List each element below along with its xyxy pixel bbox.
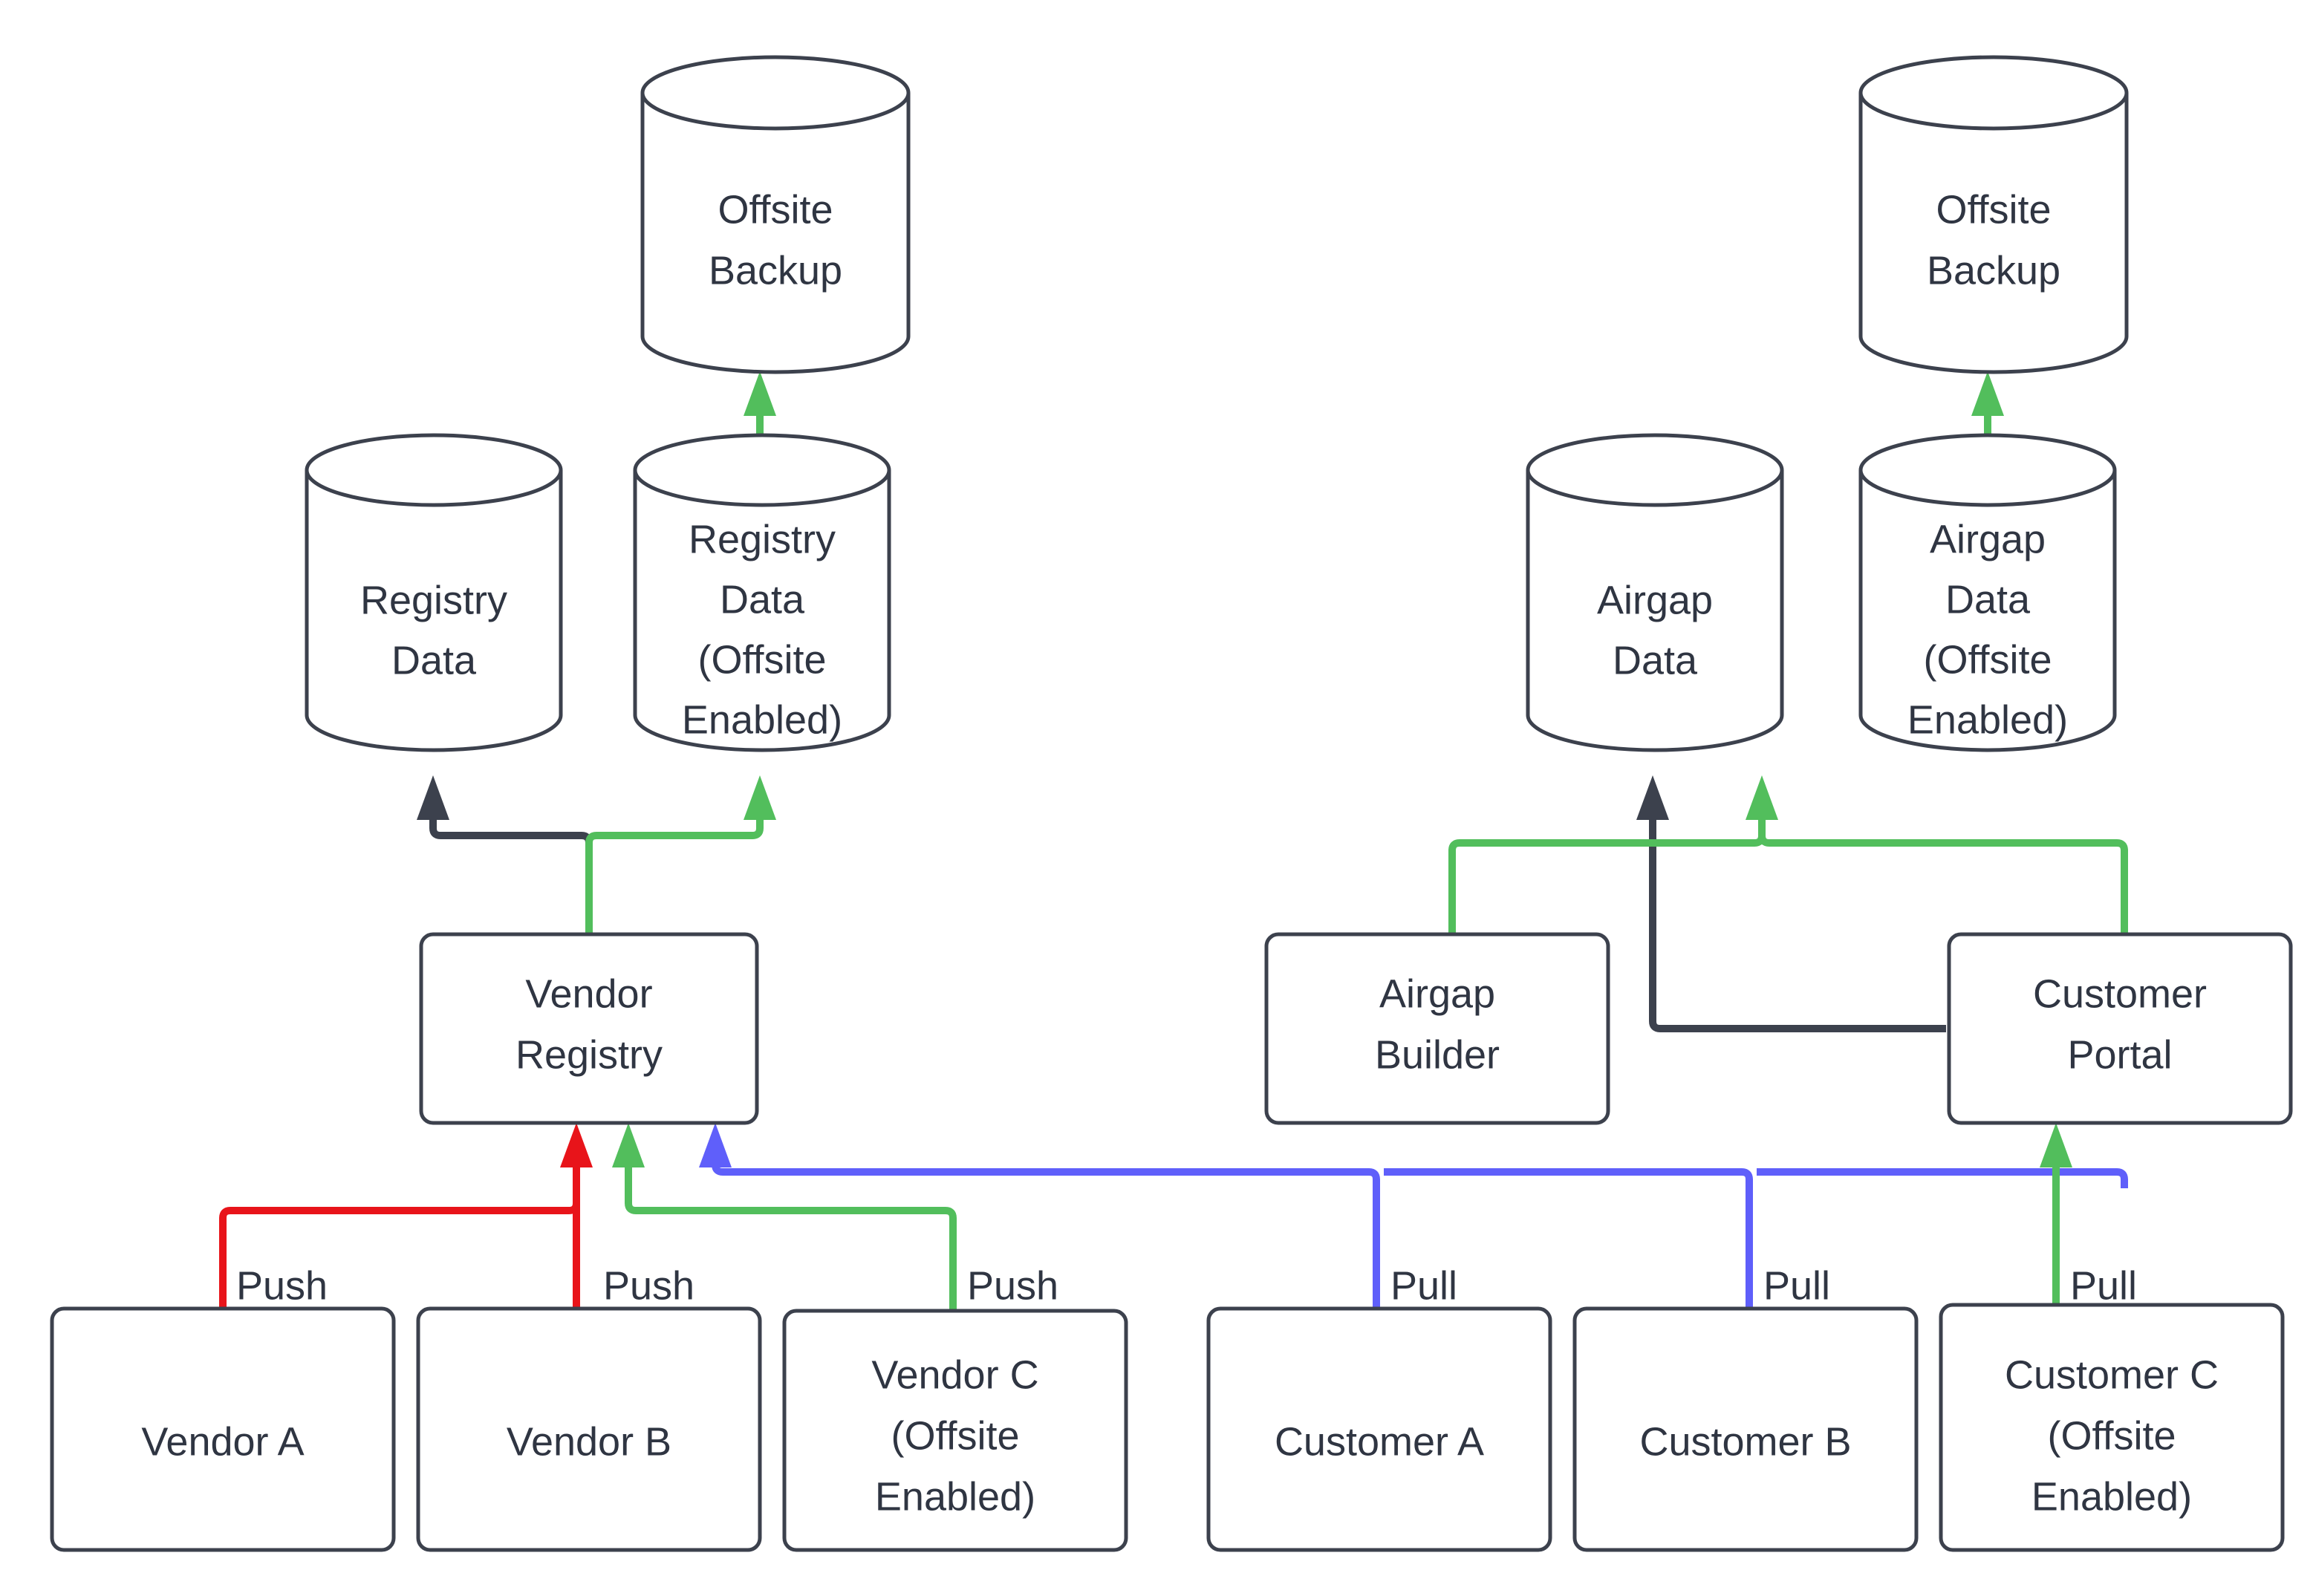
node-customer-c[interactable]: Customer C (Offsite Enabled) [1939, 1303, 2285, 1552]
edge-airgapbuilder-to-airgapdataoffsite [1448, 775, 1778, 934]
airgap-data-offsite-line-2: Data [1945, 577, 2031, 622]
customer-c-line-2: (Offsite [2047, 1413, 2176, 1458]
node-offsite-backup-right[interactable]: Offsite Backup [1858, 55, 2129, 374]
registry-data-offsite-line-1: Registry [689, 517, 836, 561]
edge-label-vendor-b-push: Push [603, 1263, 694, 1308]
edge-label-vendor-c-push: Push [967, 1263, 1058, 1308]
node-vendor-registry[interactable]: Vendor Registry [419, 932, 759, 1125]
customer-portal-line-1: Customer [2033, 971, 2207, 1016]
edge-customerc-to-vendorregistry [1757, 1168, 2128, 1188]
customer-b-label: Customer B [1639, 1419, 1851, 1464]
offsite-backup-left-line-1: Offsite [718, 187, 833, 232]
airgap-data-offsite-line-1: Airgap [1930, 517, 2046, 561]
airgap-data-line-1: Airgap [1597, 578, 1713, 622]
vendor-registry-line-1: Vendor [525, 971, 652, 1016]
registry-data-offsite-line-3: (Offsite [697, 637, 826, 682]
edge-vendorregistry-to-registrydataoffsite [585, 775, 776, 934]
customer-portal-line-2: Portal [2067, 1032, 2172, 1077]
vendor-registry-line-2: Registry [515, 1032, 663, 1077]
edge-vendorregistry-to-registrydata [417, 775, 593, 934]
node-registry-data-offsite[interactable]: Registry Data (Offsite Enabled) [633, 433, 891, 752]
vendor-c-line-3: Enabled) [875, 1474, 1035, 1519]
edge-customerc-to-customerportal [2040, 1123, 2072, 1305]
offsite-backup-right-line-1: Offsite [1936, 187, 2051, 232]
node-vendor-a[interactable]: Vendor A [50, 1306, 396, 1552]
vendor-b-label: Vendor B [507, 1419, 671, 1464]
edge-registrydataoffsite-to-offsitebackup [744, 371, 776, 438]
airgap-data-offsite-line-4: Enabled) [1907, 697, 2068, 742]
edge-customera-to-vendorregistry [699, 1123, 1380, 1309]
node-customer-portal[interactable]: Customer Portal [1947, 932, 2293, 1125]
node-airgap-data[interactable]: Airgap Data [1526, 433, 1784, 752]
vendor-a-label: Vendor A [141, 1419, 304, 1464]
node-customer-a[interactable]: Customer A [1206, 1306, 1552, 1552]
offsite-backup-right-line-2: Backup [1927, 248, 2060, 293]
edge-label-customer-c-pull: Pull [2070, 1263, 2137, 1308]
registry-data-line-1: Registry [360, 578, 507, 622]
offsite-backup-left-line-2: Backup [709, 248, 842, 293]
node-registry-data[interactable]: Registry Data [305, 433, 563, 752]
airgap-builder-line-1: Airgap [1379, 971, 1495, 1016]
edge-label-vendor-a-push: Push [236, 1263, 328, 1308]
node-customer-b[interactable]: Customer B [1572, 1306, 1919, 1552]
edge-customerportal-to-airgapdataoffsite [1758, 801, 2128, 934]
node-vendor-b[interactable]: Vendor B [416, 1306, 762, 1552]
customer-c-line-1: Customer C [2005, 1352, 2219, 1397]
airgap-builder-line-2: Builder [1375, 1032, 1500, 1077]
customer-a-label: Customer A [1275, 1419, 1484, 1464]
edge-customerb-to-vendorregistry [1384, 1168, 1753, 1309]
edge-airgapdataoffsite-to-offsitebackup [1971, 371, 2004, 438]
edge-vendorc-to-vendorregistry [612, 1123, 957, 1311]
airgap-data-offsite-line-3: (Offsite [1923, 637, 2052, 682]
vendor-c-line-1: Vendor C [871, 1352, 1038, 1397]
node-vendor-c[interactable]: Vendor C (Offsite Enabled) [782, 1309, 1128, 1552]
node-airgap-data-offsite[interactable]: Airgap Data (Offsite Enabled) [1858, 433, 2117, 752]
vendor-c-line-2: (Offsite [891, 1413, 1019, 1458]
edge-label-customer-a-pull: Pull [1390, 1263, 1457, 1308]
node-airgap-builder[interactable]: Airgap Builder [1264, 932, 1610, 1125]
airgap-data-line-2: Data [1613, 638, 1698, 683]
node-offsite-backup-left[interactable]: Offsite Backup [640, 55, 911, 374]
edge-label-customer-b-pull: Pull [1763, 1263, 1830, 1308]
edge-customerportal-to-airgapdata [1636, 775, 1946, 1032]
customer-c-line-3: Enabled) [2031, 1474, 2192, 1519]
registry-data-line-2: Data [391, 638, 477, 683]
registry-data-offsite-line-2: Data [720, 577, 805, 622]
registry-data-offsite-line-4: Enabled) [682, 697, 842, 742]
